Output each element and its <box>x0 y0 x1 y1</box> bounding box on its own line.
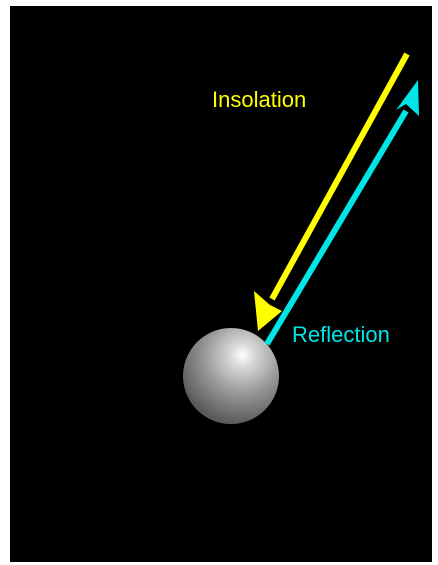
insolation-label: Insolation <box>212 87 306 112</box>
diagram-canvas: Insolation Reflection <box>10 6 432 562</box>
sphere-icon <box>183 328 279 424</box>
reflection-arrow-shaft <box>264 109 409 346</box>
arrow-down-left-icon <box>254 291 282 331</box>
reflection-label: Reflection <box>292 322 390 347</box>
insolation-arrow <box>254 52 410 331</box>
arrow-up-right-icon <box>396 80 419 116</box>
reflection-arrow <box>264 80 419 346</box>
diagram-svg: Insolation Reflection <box>183 52 419 424</box>
insolation-arrow-shaft <box>269 52 410 301</box>
